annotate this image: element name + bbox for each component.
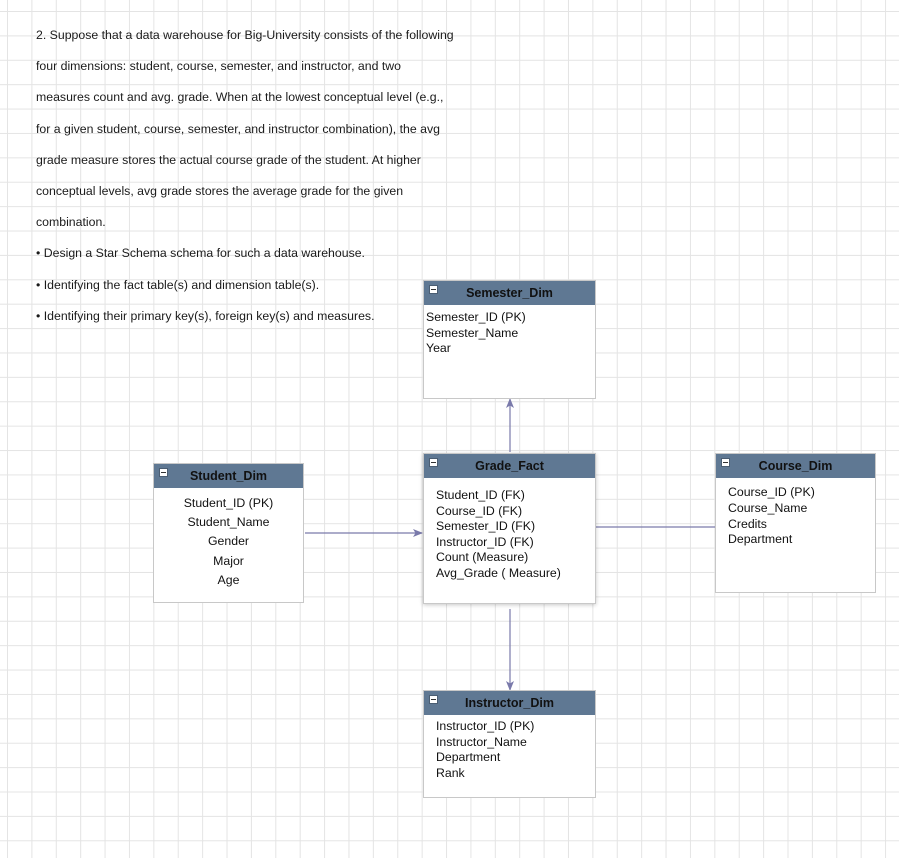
entity-field: Course_Name: [728, 500, 808, 515]
entity-field: Rank: [436, 765, 465, 780]
entity-title: Course_Dim: [758, 459, 833, 473]
question-line: four dimensions: student, course, semest…: [36, 59, 401, 74]
entity-field: Instructor_ID (PK): [436, 719, 535, 733]
entity-header[interactable]: Student_Dim: [154, 464, 303, 488]
entity-title: Grade_Fact: [475, 459, 544, 473]
entity-grade-fact[interactable]: Grade_Fact Student_ID (FK) Course_ID (FK…: [423, 453, 596, 604]
entity-semester-dim[interactable]: Semester_Dim Semester_ID (PK) Semester_N…: [423, 280, 596, 399]
entity-field: Year: [426, 341, 451, 355]
entity-field: Student_Name: [187, 515, 270, 530]
question-text: 2. Suppose that a data warehouse for Big…: [36, 20, 506, 332]
entity-header[interactable]: Grade_Fact: [424, 454, 595, 478]
entity-field: Age: [217, 572, 240, 587]
entity-title: Instructor_Dim: [465, 696, 554, 710]
entity-student-dim[interactable]: Student_Dim Student_ID (PK) Student_Name…: [153, 463, 304, 603]
entity-instructor-dim[interactable]: Instructor_Dim Instructor_ID (PK) Instru…: [423, 690, 596, 798]
question-bullet-1: • Design a Star Schema schema for such a…: [36, 246, 365, 261]
entity-field: Major: [213, 553, 244, 568]
question-line: 2. Suppose that a data warehouse for Big…: [36, 28, 454, 42]
entity-header[interactable]: Course_Dim: [716, 454, 875, 478]
entity-field: Count (Measure): [436, 550, 529, 565]
entity-course-dim[interactable]: Course_Dim Course_ID (PK) Course_Name Cr…: [715, 453, 876, 593]
entity-header[interactable]: Semester_Dim: [424, 281, 595, 305]
entity-field: Student_ID (FK): [436, 488, 525, 502]
entity-field: Instructor_Name: [436, 734, 527, 749]
entity-field: Semester_Name: [426, 325, 519, 340]
collapse-icon[interactable]: [429, 458, 438, 467]
entity-field: Gender: [207, 534, 250, 549]
entity-field: Department: [436, 750, 501, 765]
question-line: conceptual levels, avg grade stores the …: [36, 183, 404, 198]
entity-field: Course_ID (FK): [436, 503, 523, 518]
entity-title: Student_Dim: [189, 469, 268, 483]
entity-title: Semester_Dim: [466, 286, 553, 300]
entity-field: Avg_Grade ( Measure): [436, 565, 561, 580]
question-line: grade measure stores the actual course g…: [36, 152, 421, 167]
collapse-icon[interactable]: [721, 458, 730, 467]
entity-field: Semester_ID (FK): [436, 519, 536, 534]
question-line: combination.: [36, 215, 106, 230]
entity-field: Student_ID (PK): [183, 496, 274, 510]
question-line: for a given student, course, semester, a…: [36, 121, 440, 136]
collapse-icon[interactable]: [429, 285, 438, 294]
entity-header[interactable]: Instructor_Dim: [424, 691, 595, 715]
question-bullet-2: • Identifying the fact table(s) and dime…: [36, 277, 320, 292]
collapse-icon[interactable]: [429, 695, 438, 704]
entity-field: Department: [728, 532, 793, 547]
question-line: measures count and avg. grade. When at t…: [36, 90, 444, 105]
entity-field: Instructor_ID (FK): [436, 534, 534, 549]
collapse-icon[interactable]: [159, 468, 168, 477]
entity-field: Course_ID (PK): [728, 485, 815, 499]
question-bullet-3: • Identifying their primary key(s), fore…: [36, 308, 375, 323]
entity-field: Credits: [728, 516, 767, 531]
entity-field: Semester_ID (PK): [426, 310, 526, 324]
